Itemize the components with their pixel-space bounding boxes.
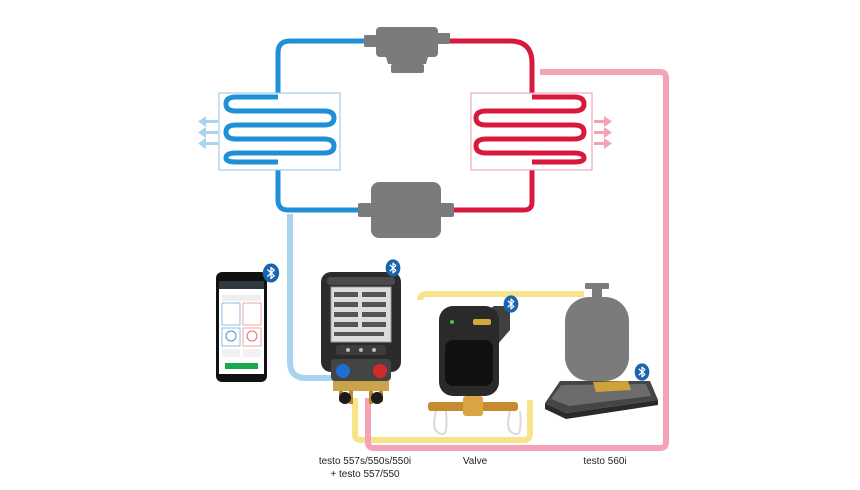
scale-caption: testo 560i bbox=[583, 456, 627, 467]
hot-pipe-bottom bbox=[452, 158, 535, 213]
manifold-caption-line2: + testo 557/550 bbox=[330, 469, 400, 480]
manifold-caption: testo 557s/550s/550i + testo 557/550 bbox=[300, 455, 430, 481]
bluetooth-icon bbox=[502, 294, 520, 314]
refrigerant-scale bbox=[545, 381, 658, 419]
bottle-hose-yellow bbox=[417, 291, 584, 301]
condenser-coil bbox=[473, 94, 587, 165]
smart-valve bbox=[428, 306, 522, 436]
suction-hose-blue bbox=[287, 214, 336, 381]
valve-caption: Valve bbox=[462, 456, 488, 467]
compressor bbox=[364, 27, 450, 73]
expansion-valve bbox=[358, 182, 454, 238]
cold-pipe-bottom bbox=[275, 158, 364, 213]
bluetooth-icon bbox=[384, 258, 402, 278]
manifold-caption-line1: testo 557s/550s/550i bbox=[318, 456, 412, 467]
airflow-arrow-icon bbox=[594, 116, 612, 149]
airflow-arrow-icon bbox=[198, 116, 218, 149]
evaporator-coil bbox=[223, 94, 337, 165]
digital-manifold bbox=[321, 272, 401, 404]
bluetooth-icon bbox=[262, 262, 280, 284]
bluetooth-icon bbox=[633, 362, 651, 382]
discharge-hose-pink bbox=[365, 69, 669, 451]
condenser-box bbox=[470, 92, 593, 171]
refrigerant-bottle bbox=[565, 283, 629, 381]
hot-pipe-top bbox=[446, 38, 535, 95]
cold-pipe-top bbox=[275, 38, 368, 95]
valve-hose-yellow bbox=[352, 398, 533, 443]
evaporator-box bbox=[218, 92, 341, 171]
smartphone-app bbox=[216, 272, 267, 382]
